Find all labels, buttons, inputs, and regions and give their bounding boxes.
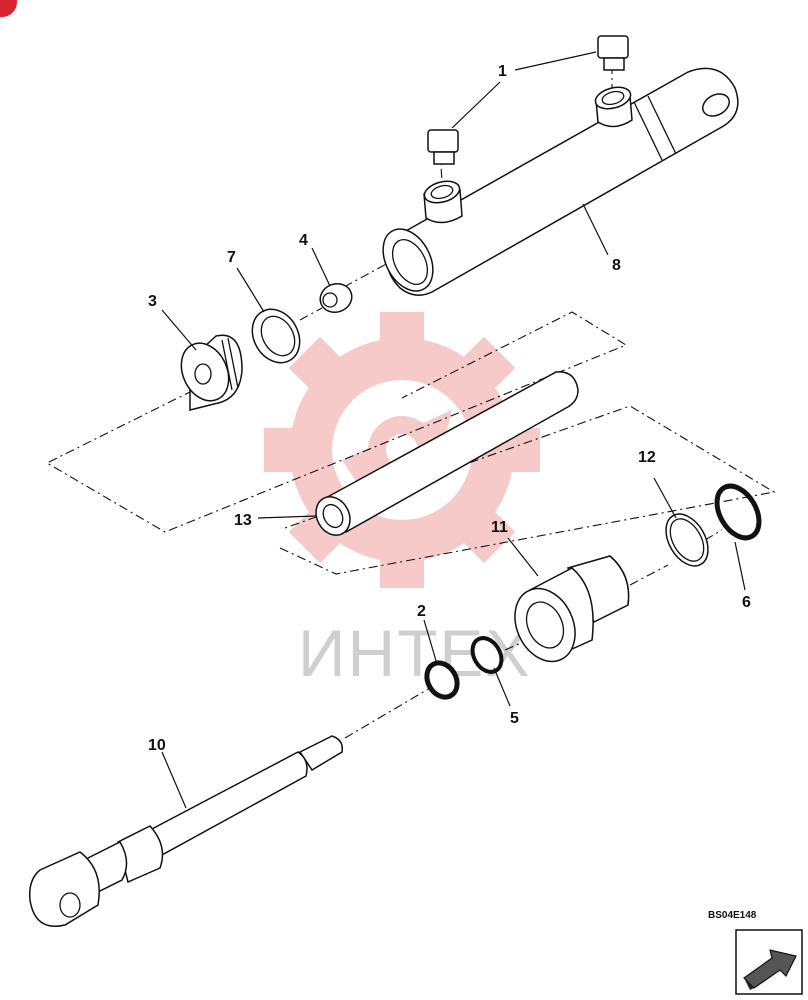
piston-rod	[28, 735, 344, 927]
port-plug-left	[427, 129, 459, 165]
gear-logo-icon	[264, 312, 540, 588]
part-label-3: 3	[148, 293, 157, 310]
part-label-4: 4	[299, 232, 308, 249]
arrow-navigation-icon[interactable]	[735, 929, 803, 995]
rod-seal	[424, 660, 460, 700]
part-label-10: 10	[148, 737, 166, 754]
o-ring	[714, 483, 762, 541]
spacer-tube	[315, 371, 579, 536]
part-label-5: 5	[510, 710, 519, 727]
leader-lines	[161, 51, 746, 809]
part-label-11: 11	[491, 519, 508, 536]
red-badge-icon	[0, 0, 17, 17]
wiper-ring	[470, 636, 504, 674]
piston	[180, 334, 243, 411]
part-label-1: 1	[498, 63, 507, 80]
part-label-2: 2	[417, 603, 426, 620]
piston-seal-ring	[251, 308, 301, 364]
part-label-12: 12	[638, 449, 656, 466]
port-plug-right	[597, 35, 629, 71]
part-label-6: 6	[742, 594, 751, 611]
part-label-7: 7	[227, 249, 236, 266]
piston-nut	[319, 283, 353, 313]
backup-ring	[665, 513, 709, 567]
drawing-code: BS04E148	[708, 910, 757, 921]
cylinder-gland	[514, 555, 630, 663]
part-label-13: 13	[234, 512, 252, 529]
part-label-8: 8	[612, 257, 621, 274]
cylinder-barrel	[382, 67, 739, 296]
